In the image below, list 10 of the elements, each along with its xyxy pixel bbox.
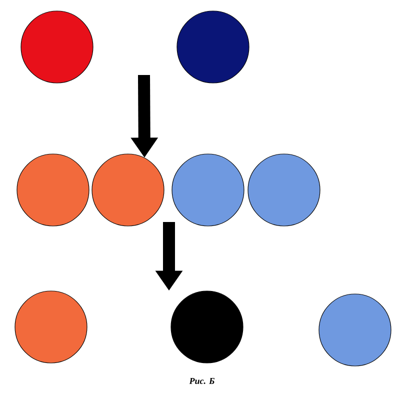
circle xyxy=(318,294,392,366)
caption: Рис. Б xyxy=(189,378,214,384)
circle xyxy=(92,154,164,226)
circle xyxy=(16,154,90,226)
circle xyxy=(172,154,244,226)
circle xyxy=(14,290,88,364)
circle xyxy=(176,10,250,84)
circle xyxy=(20,10,94,84)
circle xyxy=(248,154,320,226)
circle xyxy=(170,290,244,364)
